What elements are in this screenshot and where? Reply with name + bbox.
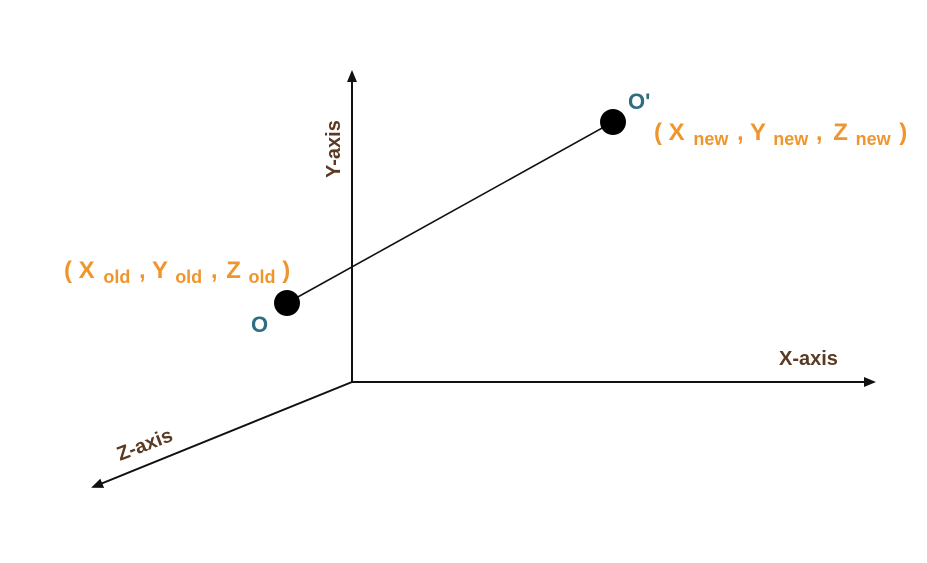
old-point-name: O [251, 312, 268, 337]
old-z-sub: old [249, 267, 276, 287]
origin-point-new [600, 109, 626, 135]
new-z-var: Z [833, 119, 848, 146]
old-sep-2: , [211, 257, 218, 284]
x-axis-label: X-axis [779, 348, 838, 370]
origin-point-old [274, 290, 300, 316]
new-y-sub: new [773, 129, 809, 149]
new-coordinates-label: ( X new , Y new , Z new ) [654, 119, 907, 151]
translation-segment [286, 121, 614, 304]
y-axis-label: Y-axis [323, 120, 345, 178]
z-axis-line [91, 381, 353, 488]
new-z-sub: new [856, 129, 892, 149]
new-open-paren: ( [654, 119, 662, 146]
new-x-var: X [669, 119, 685, 146]
old-x-sub: old [103, 267, 130, 287]
new-sep-2: , [816, 119, 823, 146]
new-y-var: Y [750, 119, 766, 146]
old-x-var: X [79, 257, 95, 284]
new-close-paren: ) [899, 119, 907, 146]
new-sep-1: , [737, 119, 744, 146]
old-y-sub: old [175, 267, 202, 287]
old-close-paren: ) [282, 257, 290, 284]
old-y-var: Y [152, 257, 168, 284]
old-sep-1: , [139, 257, 146, 284]
old-open-paren: ( [64, 257, 72, 284]
z-axis-label: Z-axis [114, 424, 176, 465]
new-x-sub: new [693, 129, 729, 149]
old-coordinates-label: ( X old , Y old , Z old ) [64, 257, 290, 289]
old-z-var: Z [226, 257, 241, 284]
new-point-name: O' [628, 89, 650, 114]
